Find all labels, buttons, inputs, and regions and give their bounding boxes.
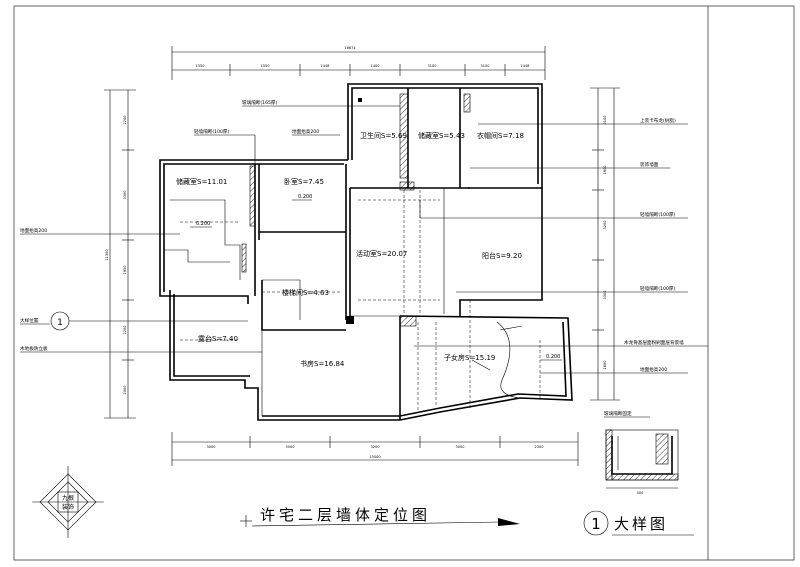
callout-light-wall-r2: 轻墙隔断(100厚): [640, 285, 676, 292]
level-bedroom: 0.200: [298, 194, 312, 200]
detail-title-bubble: [583, 510, 609, 536]
room-child: 子女房S=15.19: [444, 353, 495, 362]
dim-left-seg: 2200: [123, 116, 127, 125]
dim-bottom-seg: 3000: [456, 445, 465, 449]
callout-wall-note: 木龙骨基层面粉刷面层背景墙: [624, 339, 684, 346]
level-storage: 0.200: [196, 221, 210, 227]
callout-light-wall: 轻墙隔断(100厚): [194, 128, 230, 135]
dim-top-total: 16674: [344, 46, 356, 50]
guide-lines: [180, 190, 541, 410]
dim-left-seg: 2200: [123, 326, 127, 335]
exterior-walls: [159, 83, 573, 421]
callout-glass-block: 玻璃隔断(165厚): [242, 99, 278, 106]
room-terrace: 露台S=7.40: [198, 334, 238, 343]
detail-small-label: 玻璃隔断固定: [604, 410, 632, 417]
dim-top-seg: 1550: [196, 64, 205, 68]
level-child: 0.200: [546, 354, 560, 360]
room-activity: 活动室S=20.07: [356, 249, 407, 258]
room-stair: 楼梯间S=4.63: [282, 288, 329, 297]
dim-right-seg: 1900: [603, 166, 607, 175]
drawing-title-block: 许宅二层墙体定位图 1 大样图: [240, 506, 694, 536]
dim-left-seg: 2000: [123, 386, 127, 395]
room-storage: 储藏室S=11.01: [176, 177, 227, 186]
dim-right-seg: 1800: [603, 361, 607, 370]
detail-title: 大样图: [614, 515, 668, 533]
bottom-dimension-chain: 3000 3500 3200 3000 2300 15000: [171, 432, 579, 466]
dim-top-seg: 1550: [261, 64, 270, 68]
room-study: 书房S=16.84: [300, 359, 345, 368]
callout-detail-loc: 大样位置: [20, 317, 39, 324]
callout-floor-raise-left: 地面抬高200: [20, 227, 47, 234]
dim-top-seg: 1448: [521, 64, 530, 68]
dim-left-total: 11300: [105, 249, 109, 260]
callout-floor-raise-mid: 地面抬高200: [292, 128, 319, 135]
outer-frame: [13, 5, 795, 561]
company-logo: 九根 装饰: [32, 466, 104, 538]
dim-left-seg: 3300: [123, 191, 127, 200]
logo-line-1: 九根: [62, 494, 74, 502]
room-bedroom: 卧室S=7.45: [284, 177, 324, 186]
dim-left-seg: 1950: [123, 266, 127, 275]
room-labels: 储藏室S=11.01 卧室S=7.45 卫生间S=5.69 储藏室S=5.43 …: [176, 131, 524, 368]
detail-dim: 400: [637, 491, 644, 495]
dim-top-seg: 3100: [481, 64, 490, 68]
dim-right-seg: 3200: [603, 221, 607, 230]
callout-light-wall-r1: 轻墙隔断(100厚): [640, 211, 676, 218]
room-balcony: 阳台S=9.20: [482, 251, 522, 260]
dim-top-seg: 1400: [371, 64, 380, 68]
dim-right-seg: 2100: [603, 116, 607, 125]
room-dressing: 衣帽间S=7.18: [477, 131, 524, 140]
dim-bottom-seg: 2300: [535, 445, 544, 449]
dim-top-seg: 1448: [321, 64, 330, 68]
level-marks: 0.200 0.200 0.200: [190, 194, 562, 361]
drawing-title: 许宅二层墙体定位图: [260, 506, 431, 524]
dim-bottom-seg: 3000: [207, 445, 216, 449]
top-dimension-chain: 16674 1550 1550 1448 1400 3100 3100 1448: [171, 46, 546, 80]
room-closet: 储藏室S=5.43: [418, 131, 465, 140]
detail-marker-number: 1: [57, 318, 63, 328]
callout-wood-floor: 木地板防立板: [20, 345, 48, 352]
dim-bottom-seg: 3200: [371, 445, 380, 449]
room-bathroom: 卫生间S=5.69: [360, 131, 407, 140]
callout-decor-wall: 装饰墙面: [640, 161, 659, 168]
dim-bottom-total: 15000: [369, 455, 380, 459]
curved-wall: [496, 321, 521, 399]
dim-top-seg: 3100: [428, 64, 437, 68]
callout-floor-raise-r: 地面抬高200: [640, 366, 667, 373]
callout-upper-cabinet: 上装卡布龙(树脂): [640, 117, 676, 124]
detail-drawing: 玻璃隔断固定 400: [604, 410, 679, 495]
dim-bottom-seg: 3500: [286, 445, 295, 449]
detail-title-number: 1: [591, 515, 601, 533]
callouts: 玻璃隔断(165厚) 轻墙隔断(100厚) 地面抬高200 地面抬高200 大样…: [20, 99, 708, 374]
hatched-walls: [241, 93, 471, 327]
logo-line-2: 装饰: [62, 503, 74, 511]
left-dimension-chain: 11300 2200 3300 1950 2200 2000: [104, 89, 136, 419]
right-dimension-chain: 2100 1900 3200 3300 1800: [590, 87, 620, 401]
dim-right-seg: 3300: [603, 291, 607, 300]
